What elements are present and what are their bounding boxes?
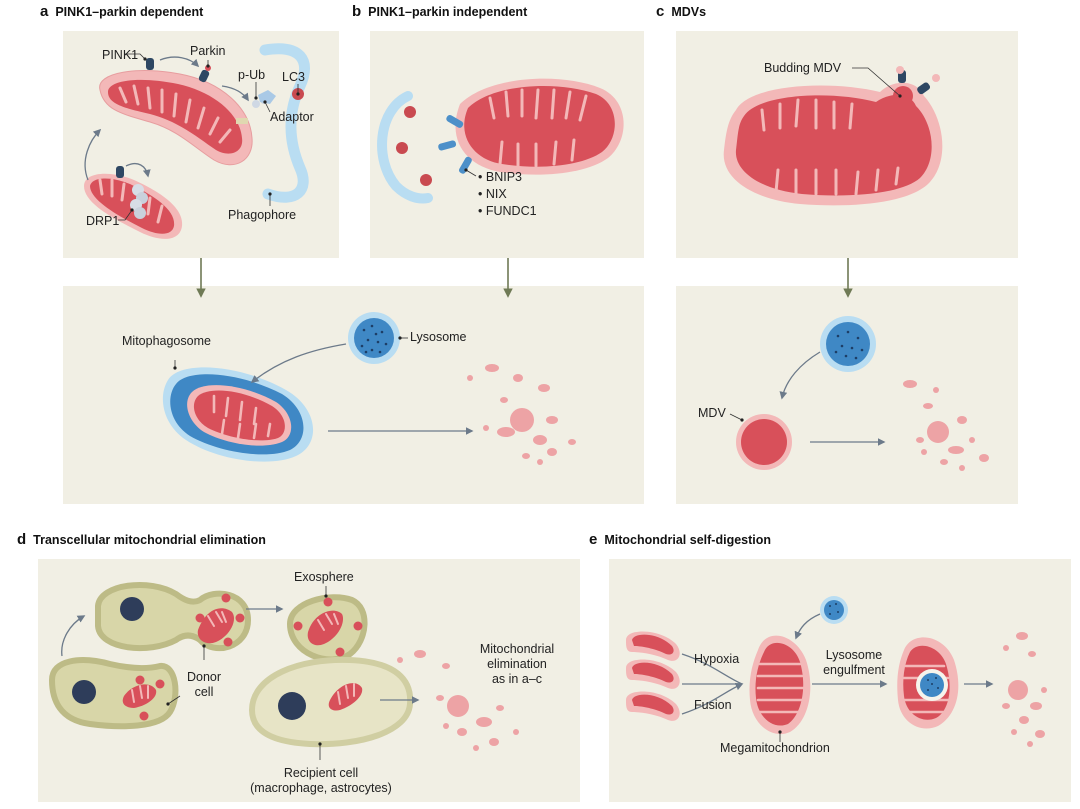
panel-e-heading: e Mitochondrial self-digestion (589, 531, 771, 548)
pink1-mdv-2 (917, 82, 931, 95)
parkin-pink1-protein (198, 69, 210, 83)
label-mdv: MDV (698, 406, 726, 420)
label-adaptor: Adaptor (270, 110, 314, 124)
label-drp1: DRP1 (86, 214, 120, 228)
lc3-b-1 (404, 106, 416, 118)
label-recipient-line1: Recipient cell (283, 766, 359, 780)
label-lysosome: Lysosome (410, 330, 467, 344)
mitochondrion-c (723, 82, 943, 206)
panel-e-letter: e (589, 531, 598, 548)
label-lysosome-engulfment: Lysosome engulfment (816, 648, 892, 678)
label-engulf-line1: Lysosome (825, 648, 883, 662)
receptor-b-2 (438, 140, 457, 151)
label-hypoxia: Hypoxia (694, 652, 740, 666)
mito-e-small-3 (626, 691, 680, 721)
label-engulf-line2: engulfment (823, 663, 885, 677)
panel-a-title: PINK1–parkin dependent (55, 5, 204, 19)
panel-b-heading: b PINK1–parkin independent (352, 3, 527, 20)
label-parkin: Parkin (190, 44, 226, 58)
phagophore-membrane (259, 43, 310, 203)
label-megamitochondrion: Megamitochondrion (720, 741, 830, 755)
label-donor-cell: Donor cell (182, 670, 226, 700)
drp1-ring (130, 184, 148, 219)
receptor-b-1 (446, 114, 464, 128)
label-budding-mdv: Budding MDV (764, 61, 842, 75)
receptor-list: BNIP3 NIX FUNDC1 (478, 169, 537, 220)
donor-cell (48, 657, 179, 730)
label-elimination: Mitochondrial elimination as in a–c (462, 642, 572, 687)
pink1-protein (146, 58, 154, 70)
debris-d (397, 650, 519, 751)
label-elimination-line3: as in a–c (491, 672, 543, 686)
panel-a-letter: a (40, 3, 49, 20)
label-lc3: LC3 (282, 70, 305, 84)
lysosome-ab (348, 312, 400, 364)
lc3-b-3 (420, 174, 432, 186)
label-phagophore: Phagophore (228, 208, 297, 222)
panel-b-title: PINK1–parkin independent (368, 5, 528, 19)
donor-cell-dividing (95, 581, 252, 652)
panel-d-letter: d (17, 531, 27, 548)
exosphere (286, 594, 368, 663)
debris-c (903, 380, 989, 471)
mito-e-small-1 (626, 631, 680, 661)
mitochondrion-a-main (99, 70, 253, 166)
panel-d-heading: d Transcellular mitochondrial elimination (17, 531, 266, 548)
label-pub: p-Ub (238, 68, 266, 82)
mitochondrion-b (455, 78, 624, 175)
megamitochondrion (749, 635, 811, 735)
mitophagosome (162, 367, 314, 462)
lysosome-c (820, 316, 876, 372)
mito-e-small-2 (626, 659, 680, 689)
panel-c-letter: c (656, 3, 665, 20)
panel-d-title: Transcellular mitochondrial elimination (33, 533, 266, 547)
label-donor-line1: Donor (186, 670, 222, 684)
panel-a-heading: a PINK1–parkin dependent (40, 3, 203, 20)
panel-b-letter: b (352, 3, 362, 20)
debris-e (1002, 632, 1047, 747)
label-fusion: Fusion (694, 698, 732, 712)
pink1-on-dividing (116, 166, 124, 178)
receptor-bnip3: BNIP3 (478, 169, 537, 186)
mdv-vesicle (736, 414, 792, 470)
label-elimination-line2: elimination (487, 657, 547, 671)
panel-e-title: Mitochondrial self-digestion (604, 533, 772, 547)
label-donor-line2: cell (194, 685, 214, 699)
lysosome-e (820, 596, 848, 624)
receptor-nix: NIX (478, 186, 537, 203)
label-exosphere: Exosphere (294, 570, 354, 584)
label-recipient-line2: (macrophage, astrocytes) (250, 781, 392, 795)
panel-c-title: MDVs (671, 5, 707, 19)
mitochondrion-engulfing (897, 637, 959, 729)
receptor-b-3 (459, 156, 472, 174)
receptor-fundc1: FUNDC1 (478, 203, 537, 220)
lc3-b-2 (396, 142, 408, 154)
recipient-cell (248, 656, 414, 748)
phagophore-b (377, 91, 433, 204)
label-recipient-cell: Recipient cell (macrophage, astrocytes) (236, 766, 406, 796)
label-pink1: PINK1 (102, 48, 139, 62)
debris-ab (467, 364, 576, 465)
panel-c-heading: c MDVs (656, 3, 706, 20)
label-mitophagosome: Mitophagosome (122, 334, 211, 348)
label-elimination-line1: Mitochondrial (479, 642, 555, 656)
